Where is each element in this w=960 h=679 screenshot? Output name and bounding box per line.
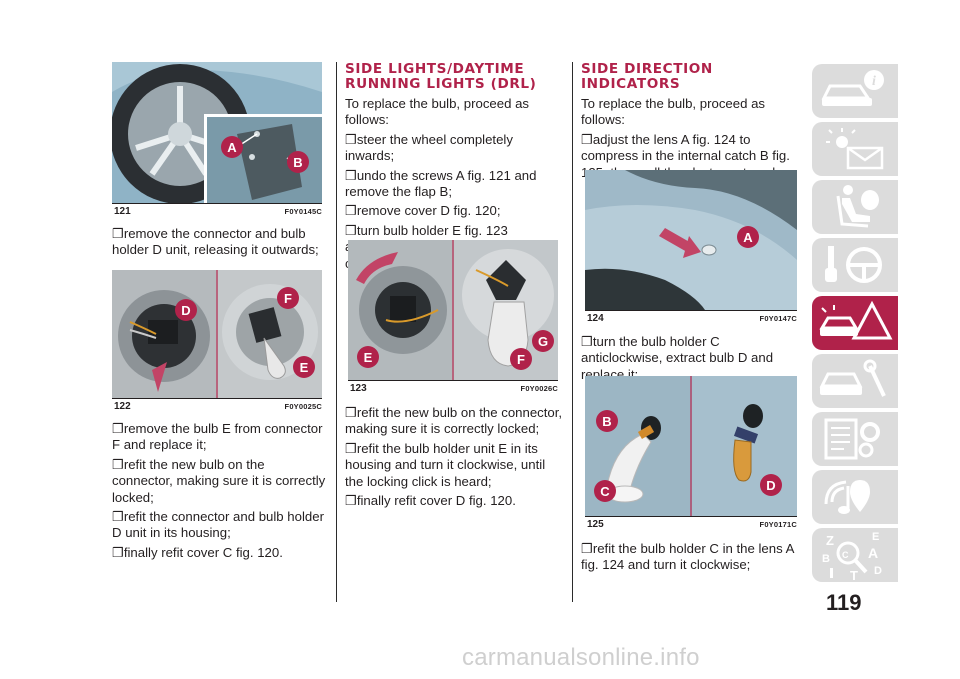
col1-step-4: ❒finally refit cover C fig. 120. [112,544,283,560]
watermark: carmanualsonline.info [462,644,700,671]
fig123-label-g: G [538,334,548,349]
index-letter-t: T [850,568,858,582]
fig124-caption: 124 F0Y0147C [587,313,797,327]
fig123-label-f: F [517,352,525,367]
col3-step-3: ❒refit the bulb holder C in the lens A f… [581,541,794,573]
emergency-icon [819,300,893,340]
col2-step-1: ❒steer the wheel completely inwards; [345,131,513,164]
key-steering-wheel-icon [825,246,882,283]
fig122-number: 122 [114,401,131,412]
fig125-code: F0Y0171C [759,520,797,529]
fig124-number: 124 [587,313,604,324]
col2-step-7: ❒finally refit cover D fig. 120. [345,493,516,509]
fig122-label-d: D [181,303,190,318]
index-letter-c: C [842,550,849,560]
fig125-label-b: B [602,414,611,429]
fig123-label-e: E [364,350,373,365]
figure-123-image: E F G [348,240,558,380]
fig123-number: 123 [350,383,367,394]
fig124-code: F0Y0147C [759,314,797,323]
fig125-label-d: D [766,478,775,493]
fig122-rule [112,398,322,399]
fig125-number: 125 [587,519,604,530]
fig121-caption: 121 F0Y0145C [114,206,322,220]
tab-technical-data[interactable] [812,412,898,466]
col1-para-1: ❒remove the connector and bulb holder D … [112,226,327,262]
fig121-label-a: A [227,140,237,155]
fig121-rule [112,203,322,204]
tab-starting-driving[interactable] [812,238,898,292]
multimedia-icon [824,480,870,514]
tab-safety[interactable] [812,180,898,234]
fig121-code: F0Y0145C [284,207,322,216]
figure-122-image: D F E [112,270,322,398]
fig121-number: 121 [114,206,131,217]
col1-step-remove-connector: ❒remove the connector and bulb holder D … [112,226,319,258]
side-indicators-heading: SIDE DIRECTION INDICATORS [581,61,713,92]
col3-intro: To replace the bulb, proceed as follows: [581,96,766,128]
index-letter-a: A [868,545,878,561]
col1-step-3: ❒refit the connector and bulb holder D u… [112,509,324,541]
fig122-code: F0Y0025C [284,402,322,411]
tab-multimedia[interactable] [812,470,898,524]
technical-data-icon [824,418,880,460]
col2-step-6: ❒refit the bulb holder unit E in its hou… [345,440,546,489]
figure-124-image: A [585,170,797,310]
car-maintenance-icon [819,359,886,397]
tab-servicing-care[interactable] [812,354,898,408]
fig121-label-b: B [293,155,302,170]
index-letter-e: E [872,531,879,543]
col1-steps: ❒remove the bulb E from connector F and … [112,421,327,564]
car-info-icon: i [821,70,884,106]
col2-intro: To replace the bulb, proceed as follows: [345,96,530,128]
fig123-code: F0Y0026C [520,384,558,393]
index-letter-d: D [874,565,882,577]
col2-step-2: ❒undo the screws A fig. 121 and remove t… [345,167,537,200]
figure-125-image: B C D [585,376,797,516]
col1-step-1: ❒remove the bulb E from connector F and … [112,421,323,453]
fig123-rule [348,380,558,381]
fig122-label-f: F [284,291,292,306]
column-divider-1 [336,62,337,602]
fig125-caption: 125 F0Y0171C [587,519,797,533]
index-letter-z: Z [826,533,834,548]
tab-in-an-emergency[interactable] [812,296,898,350]
fig125-label-c: C [600,484,610,499]
svg-text:i: i [872,74,876,89]
col3-step-3-block: ❒refit the bulb holder C in the lens A f… [581,541,803,577]
index-icon: Z E B A C D T [822,531,882,582]
tab-warning-lights[interactable] [812,122,898,176]
col1-step-2: ❒refit the new bulb on the connector, ma… [112,456,326,505]
fig125-rule [585,516,797,517]
fig123-caption: 123 F0Y0026C [350,383,558,397]
drl-heading: SIDE LIGHTS/DAYTIME RUNNING LIGHTS (DRL) [345,61,537,92]
tab-knowing-your-car[interactable]: i [812,64,898,118]
fig124-rule [585,310,797,311]
airbag-seat-icon [836,185,879,228]
tab-index[interactable]: Z E B A C D T [812,528,898,582]
index-letter-b: B [822,553,830,565]
col2-steps-2: ❒refit the new bulb on the connector, ma… [345,405,567,512]
column-divider-2 [572,62,573,602]
figure-121-image: A B [112,62,322,203]
fig122-caption: 122 F0Y0025C [114,401,322,415]
col2-step-3: ❒remove cover D fig. 120; [345,203,501,219]
fig122-label-e: E [300,360,309,375]
page-number: 119 [826,590,862,615]
fig124-label-a: A [743,230,753,245]
col2-step-5: ❒refit the new bulb on the connector, ma… [345,405,563,437]
warning-lights-message-icon [826,128,884,170]
